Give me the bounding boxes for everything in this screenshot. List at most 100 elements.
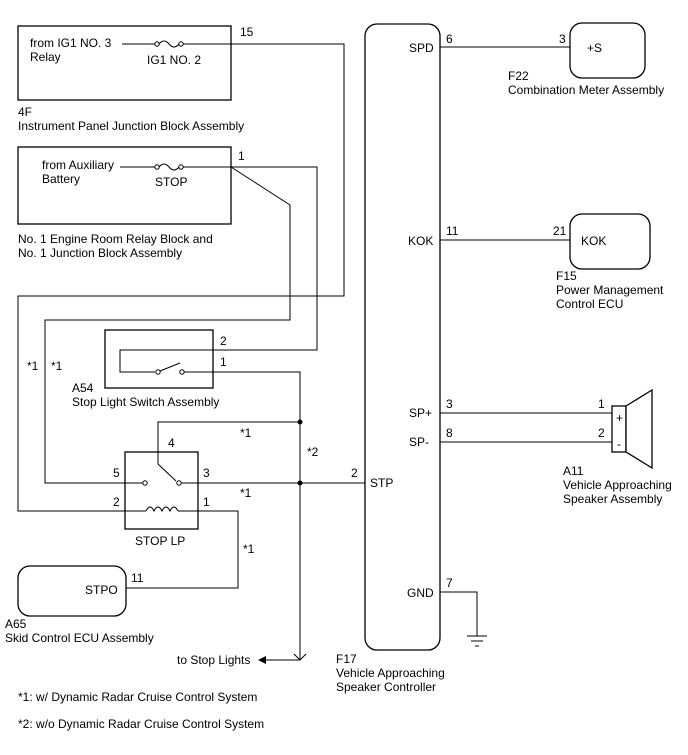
arrow-left-icon xyxy=(258,656,266,664)
fuse-terminal xyxy=(178,41,184,47)
f22-pin: 3 xyxy=(559,32,566,46)
wire-erb-to-relay-pin5 xyxy=(44,166,291,484)
f17-name-line1: Vehicle Approaching xyxy=(336,666,445,680)
a11-pin-minus: 2 xyxy=(598,426,605,440)
f15-name-line2: Control ECU xyxy=(556,297,623,311)
fuse-stop-icon xyxy=(158,163,180,171)
f17-pin-sp-plus: 3 xyxy=(446,397,453,411)
fuse-terminal xyxy=(154,41,160,47)
erb-name-line2: No. 1 Junction Block Assembly xyxy=(18,246,182,260)
erb-source-line1: from Auxiliary xyxy=(42,158,114,172)
speaker-icon xyxy=(611,388,653,470)
switch-contact xyxy=(155,369,161,375)
wire-relay-pin1-to-stpo xyxy=(126,510,239,589)
f22-code: F22 xyxy=(508,69,529,83)
wire-junction-to-relay-pin4 xyxy=(157,421,300,452)
switch-contact xyxy=(179,369,185,375)
relay-pin-5: 5 xyxy=(113,466,120,480)
a11-name-line1: Vehicle Approaching xyxy=(563,478,672,492)
junction-block-4f-box xyxy=(17,25,232,101)
a54-pin-top: 2 xyxy=(220,334,227,348)
a54-pin-bottom: 1 xyxy=(220,355,227,369)
relay-label: STOP LP xyxy=(135,534,185,548)
legend-item: *2: w/o Dynamic Radar Cruise Control Sys… xyxy=(18,717,264,731)
f17-code: F17 xyxy=(336,652,357,666)
legend-item: *1: w/ Dynamic Radar Cruise Control Syst… xyxy=(18,690,257,704)
a65-code: A65 xyxy=(5,617,27,631)
erb-fuse-label: STOP xyxy=(155,175,187,189)
note-star1: *1 xyxy=(27,359,39,373)
erb-pin-label: 1 xyxy=(238,149,245,163)
4f-source-line2: Relay xyxy=(30,50,61,64)
a11-plus-sign: + xyxy=(616,411,623,425)
f17-pin-stp: 2 xyxy=(351,466,358,480)
note-star1: *1 xyxy=(243,542,255,556)
a11-code: A11 xyxy=(563,464,584,478)
stop-light-switch-box xyxy=(104,329,214,389)
stop-lp-relay-box xyxy=(124,451,199,530)
note-star2: *2 xyxy=(307,445,319,459)
f17-terminal-sp-minus: SP- xyxy=(409,435,429,449)
a11-name-line2: Speaker Assembly xyxy=(563,492,662,506)
wire-a54-internal-left xyxy=(119,349,213,373)
relay-pin-2: 2 xyxy=(113,495,120,509)
erb-source-line2: Battery xyxy=(42,172,80,186)
note-star1: *1 xyxy=(51,359,63,373)
fuse-terminal xyxy=(154,164,160,170)
f15-terminal: KOK xyxy=(581,234,606,248)
f17-terminal-stp: STP xyxy=(370,476,393,490)
a11-minus-sign: - xyxy=(617,437,621,451)
relay-contact xyxy=(142,480,148,486)
relay-pin-3: 3 xyxy=(203,466,210,480)
to-stop-lights-label: to Stop Lights xyxy=(177,653,250,667)
f17-terminal-gnd: GND xyxy=(407,586,434,600)
4f-code: 4F xyxy=(18,105,32,119)
f22-terminal: +S xyxy=(587,41,602,55)
fuse-ig1-no2-icon xyxy=(158,40,180,48)
a65-name: Skid Control ECU Assembly xyxy=(5,631,154,645)
wire-gnd xyxy=(440,591,478,636)
stop-light-switch-icon xyxy=(159,362,181,372)
a54-code: A54 xyxy=(72,381,94,395)
note-star1: *1 xyxy=(240,486,252,500)
ground-icon xyxy=(467,635,487,647)
f15-name-line1: Power Management xyxy=(556,283,664,297)
erb-name-line1: No. 1 Engine Room Relay Block and xyxy=(18,232,213,246)
wire-a54-pin1-to-stop-lights xyxy=(213,371,301,660)
f15-pin: 21 xyxy=(553,224,567,238)
speaker-controller-box xyxy=(364,23,441,651)
f17-pin-gnd: 7 xyxy=(446,576,453,590)
note-star1: *1 xyxy=(240,426,252,440)
a65-pin: 11 xyxy=(131,571,144,585)
f17-name-line2: Speaker Controller xyxy=(336,680,436,694)
f22-name: Combination Meter Assembly xyxy=(508,83,664,97)
a65-terminal: STPO xyxy=(85,583,118,597)
relay-pin-1: 1 xyxy=(203,495,210,509)
f17-terminal-sp-plus: SP+ xyxy=(409,406,432,420)
relay-contact xyxy=(176,480,182,486)
wire-4f-pin15 xyxy=(17,43,345,512)
relay-switch-arm-icon xyxy=(157,463,177,482)
power-management-ecu-box xyxy=(569,213,651,270)
skid-control-ecu-box xyxy=(17,565,127,617)
4f-source-line1: from IG1 NO. 3 xyxy=(30,36,112,50)
f15-code: F15 xyxy=(556,269,577,283)
relay-pin-4: 4 xyxy=(168,436,175,450)
a54-name: Stop Light Switch Assembly xyxy=(72,395,219,409)
f17-pin-spd: 6 xyxy=(446,32,453,46)
f17-pin-kok: 11 xyxy=(446,224,459,238)
combination-meter-box xyxy=(569,22,646,79)
4f-pin-label: 15 xyxy=(240,25,254,39)
4f-fuse-label: IG1 NO. 2 xyxy=(147,53,201,67)
f17-pin-sp-minus: 8 xyxy=(446,426,453,440)
f17-terminal-spd: SPD xyxy=(409,41,434,55)
f17-terminal-kok: KOK xyxy=(408,234,433,248)
a11-pin-plus: 1 xyxy=(598,397,605,411)
relay-coil-icon xyxy=(145,506,179,513)
engine-room-relay-block-box xyxy=(17,146,232,225)
fuse-terminal xyxy=(178,164,184,170)
wire-erb-to-a54-pin2 xyxy=(213,166,318,351)
4f-name: Instrument Panel Junction Block Assembly xyxy=(18,119,244,133)
